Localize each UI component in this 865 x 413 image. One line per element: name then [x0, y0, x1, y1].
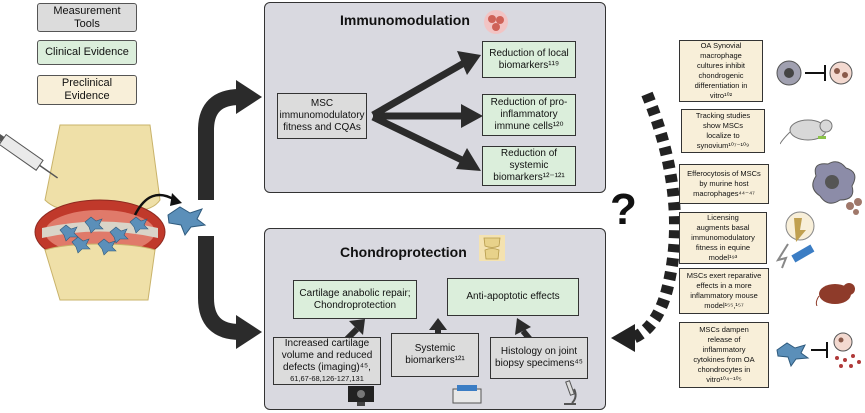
imaging-box: Increased cartilage volume and reduced d…	[273, 337, 381, 385]
local-biomarkers-box: Reduction of local biomarkers¹¹⁹	[482, 41, 576, 78]
licensing-icon	[775, 211, 815, 269]
chondrocyte-dampen-icon	[776, 332, 861, 368]
preclinical-item-1: OA Synovial macrophage cultures inhibit …	[679, 40, 763, 102]
preclinical-item-5: MSCs exert reparative effects in a more …	[679, 268, 769, 314]
legend-measurement-tools: Measurement Tools	[37, 3, 137, 32]
imaging-refs: 61,67-68,126-127,131	[290, 374, 364, 383]
tibia-bone	[44, 243, 156, 301]
cell-cluster-icon	[484, 10, 508, 34]
macrophage-inhibit-icon	[776, 60, 853, 86]
systemic-biomarkers-tool-box: Systemic biomarkers¹²¹	[391, 333, 479, 377]
femur-bone	[44, 124, 161, 212]
preclinical-item-2: Tracking studies show MSCs localize to s…	[681, 109, 765, 153]
immunomodulation-title: Immunomodulation	[340, 12, 470, 28]
preclinical-item-3: Efferocytosis of MSCs by murine host mac…	[679, 164, 769, 204]
msc-cell-icon	[167, 206, 207, 237]
immuno-arrows	[371, 51, 483, 171]
msc-cells-in-joint	[59, 216, 149, 256]
knee-icon	[479, 235, 505, 261]
chondroprotection-title: Chondroprotection	[340, 244, 467, 260]
anti-apoptotic-box: Anti-apoptotic effects	[447, 278, 579, 316]
preclinical-connector	[611, 91, 681, 352]
systemic-biomarkers-box: Reduction of systemic biomarkers¹²⁻¹²¹	[482, 146, 576, 186]
macrophage-efferocytosis-icon	[812, 161, 862, 215]
immunomodulation-panel: Immunomodulation MSC immunomodulatory fi…	[264, 2, 606, 193]
mouse-icon	[815, 283, 855, 306]
rat-icon	[780, 119, 833, 145]
question-mark: ?	[610, 185, 637, 234]
analyzer-icon	[452, 385, 482, 404]
legend-preclinical-evidence: Preclinical Evidence	[37, 75, 137, 105]
syringe-icon	[0, 133, 59, 179]
chondroprotection-panel: Chondroprotection Cartilage anabolic rep…	[264, 228, 606, 410]
histology-box: Histology on joint biopsy specimens⁴⁵	[490, 337, 588, 379]
proinflammatory-cells-box: Reduction of pro- inflammatory immune ce…	[482, 94, 576, 136]
imaging-text: Increased cartilage volume and reduced d…	[281, 338, 373, 373]
monitor-icon	[348, 386, 374, 406]
anabolic-repair-box: Cartilage anabolic repair; Chondroprotec…	[293, 280, 417, 319]
preclinical-item-6: MSCs dampen release of inflammatory cyto…	[679, 322, 769, 388]
microscope-icon	[564, 380, 577, 405]
legend-clinical-evidence: Clinical Evidence	[37, 40, 137, 65]
msc-fitness-box: MSC immunomodulatory fitness and CQAs	[277, 93, 367, 139]
preclinical-item-4: Licensing augments basal immunomodulator…	[679, 212, 767, 264]
knee-joint-illustration	[0, 80, 262, 349]
